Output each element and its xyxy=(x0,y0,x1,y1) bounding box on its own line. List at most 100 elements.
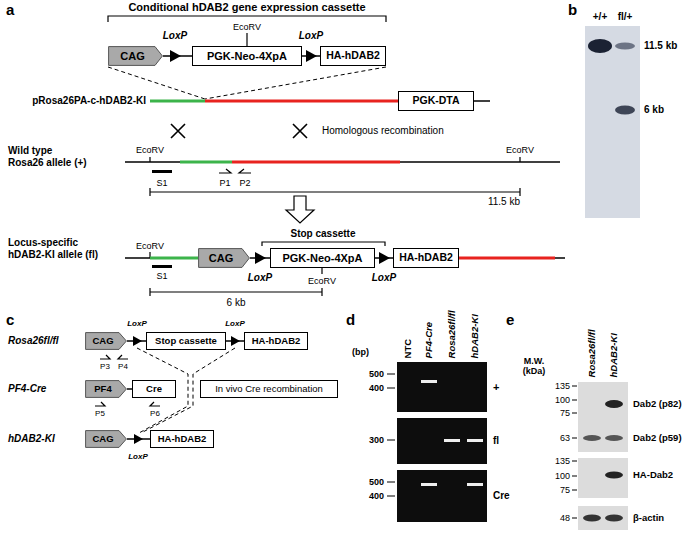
gene-name: HA-hDAB2 xyxy=(158,434,207,444)
vector-backbone xyxy=(205,100,398,103)
gene-name: HA-hDAB2 xyxy=(326,50,380,62)
probe-bar xyxy=(152,265,172,268)
marker-size: 300 xyxy=(369,435,384,445)
southern-blot xyxy=(615,43,635,50)
lane-label: hDAB2-KI xyxy=(470,314,481,358)
band-label: β-actin xyxy=(633,513,664,524)
gene-box: HA-hDAB2 xyxy=(150,430,214,448)
gene-box: PGK-Neo-4XpA xyxy=(192,46,302,66)
wild-type-locus xyxy=(232,161,400,164)
site-label: EcoRV xyxy=(308,276,336,286)
marker-size: 135 xyxy=(555,456,570,466)
gene-name: Cre xyxy=(146,384,162,394)
band-label: fl xyxy=(493,435,499,447)
loxp-label: LoxP xyxy=(248,272,272,284)
hollow-arrow xyxy=(286,196,314,223)
loxp-triangle xyxy=(133,336,142,346)
hollow-arrow xyxy=(286,196,314,223)
band-label: Cre xyxy=(493,490,510,502)
marker-size: 500 xyxy=(369,369,384,379)
lane-label: NTC xyxy=(403,338,414,358)
promoter-name: CAG xyxy=(92,336,113,346)
cassette-label: Stop cassette xyxy=(290,228,355,240)
lane-label: fl/+ xyxy=(618,11,633,23)
marker-tick xyxy=(387,374,395,496)
western-blot xyxy=(578,382,628,530)
gene-name: PGK-Neo-4XpA xyxy=(282,252,362,264)
allele-name: Locus-specific xyxy=(8,237,78,249)
allele-name: Rosa26 allele (+) xyxy=(8,157,87,169)
western-blot xyxy=(583,435,601,441)
southern-blot xyxy=(588,39,612,53)
insertion-guide xyxy=(108,67,386,99)
insertion-guide xyxy=(108,67,205,99)
site-label: EcoRV xyxy=(506,145,534,155)
loxp-label: LoxP xyxy=(372,272,396,284)
primer-name: P3 xyxy=(100,362,110,371)
gene-name: PGK-DTA xyxy=(412,95,459,107)
pcr-gel xyxy=(397,362,487,522)
site-label: EcoRV xyxy=(233,22,261,32)
primer-arrow xyxy=(150,402,160,406)
loxp-label: LoxP xyxy=(127,319,147,328)
site-label: EcoRV xyxy=(136,145,164,155)
southern-blot xyxy=(585,26,640,218)
western-blot xyxy=(583,515,601,522)
primer-name: P1 xyxy=(219,178,230,188)
pcr-gel xyxy=(421,483,437,486)
probe-bar xyxy=(152,170,172,268)
cassette-title: Conditional hDAB2 gene expression casset… xyxy=(128,1,365,14)
lane-label: Rosa26fl/fl xyxy=(587,329,598,377)
primer-arrow xyxy=(95,402,105,406)
marker-size: 100 xyxy=(555,471,570,481)
promoter-arrow: CAG xyxy=(85,332,127,350)
western-blot xyxy=(605,400,623,408)
knock-in-locus xyxy=(555,257,565,259)
ecorv-tick xyxy=(150,33,520,274)
promoter-name: CAG xyxy=(209,252,233,264)
band-label: Dab2 (p82) xyxy=(633,399,682,410)
ecorv-tick xyxy=(246,33,247,46)
marker-size: 100 xyxy=(555,395,570,405)
gene-box: Stop cassette xyxy=(146,332,226,350)
panel-letter: e xyxy=(506,311,514,328)
promoter-arrow: PF4 xyxy=(85,380,127,398)
crossover-mark xyxy=(293,124,307,138)
primer-name: P2 xyxy=(239,178,250,188)
promoter-arrow-shape xyxy=(86,431,127,448)
cassette-bracket xyxy=(108,16,386,22)
marker-size: 48 xyxy=(560,513,570,523)
stop-bracket xyxy=(262,242,385,246)
size-label: 11.5 kb xyxy=(488,196,520,208)
lane-label: Rosa26fl/fl xyxy=(447,310,458,358)
loxp-triangle xyxy=(134,434,143,444)
gene-box: In vivo Cre recombination xyxy=(200,380,338,398)
loxp-label: LoxP xyxy=(299,30,323,42)
band-label: HA-Dab2 xyxy=(633,470,673,481)
allele-name: PF4-Cre xyxy=(8,383,46,395)
western-blot xyxy=(578,458,628,498)
gene-name: Stop cassette xyxy=(155,336,217,346)
primer-name: P6 xyxy=(150,409,160,418)
lane-label: hDAB2-KI xyxy=(609,333,620,377)
fragment-size-line xyxy=(150,288,322,296)
western-blot xyxy=(605,472,623,479)
primer-name: P5 xyxy=(95,409,105,418)
wild-type-locus xyxy=(180,161,232,164)
western-blot xyxy=(578,506,628,530)
primer-arrow xyxy=(100,355,110,359)
marker-size: 500 xyxy=(369,477,384,487)
pcr-gel xyxy=(467,439,483,442)
promoter-name: PF4 xyxy=(94,384,111,394)
southern-blot xyxy=(585,26,640,218)
loxp-triangle xyxy=(231,336,240,346)
vector-name: pRosa26PA-c-hDAB2-KI xyxy=(32,95,146,107)
marker-size: 400 xyxy=(369,383,384,393)
wild-type-locus xyxy=(125,162,560,163)
probe-bar xyxy=(152,170,172,173)
vector-backbone xyxy=(150,100,205,103)
marker-size: 75 xyxy=(560,408,570,418)
primer-arrow xyxy=(239,169,251,173)
wild-type-locus xyxy=(125,161,560,163)
